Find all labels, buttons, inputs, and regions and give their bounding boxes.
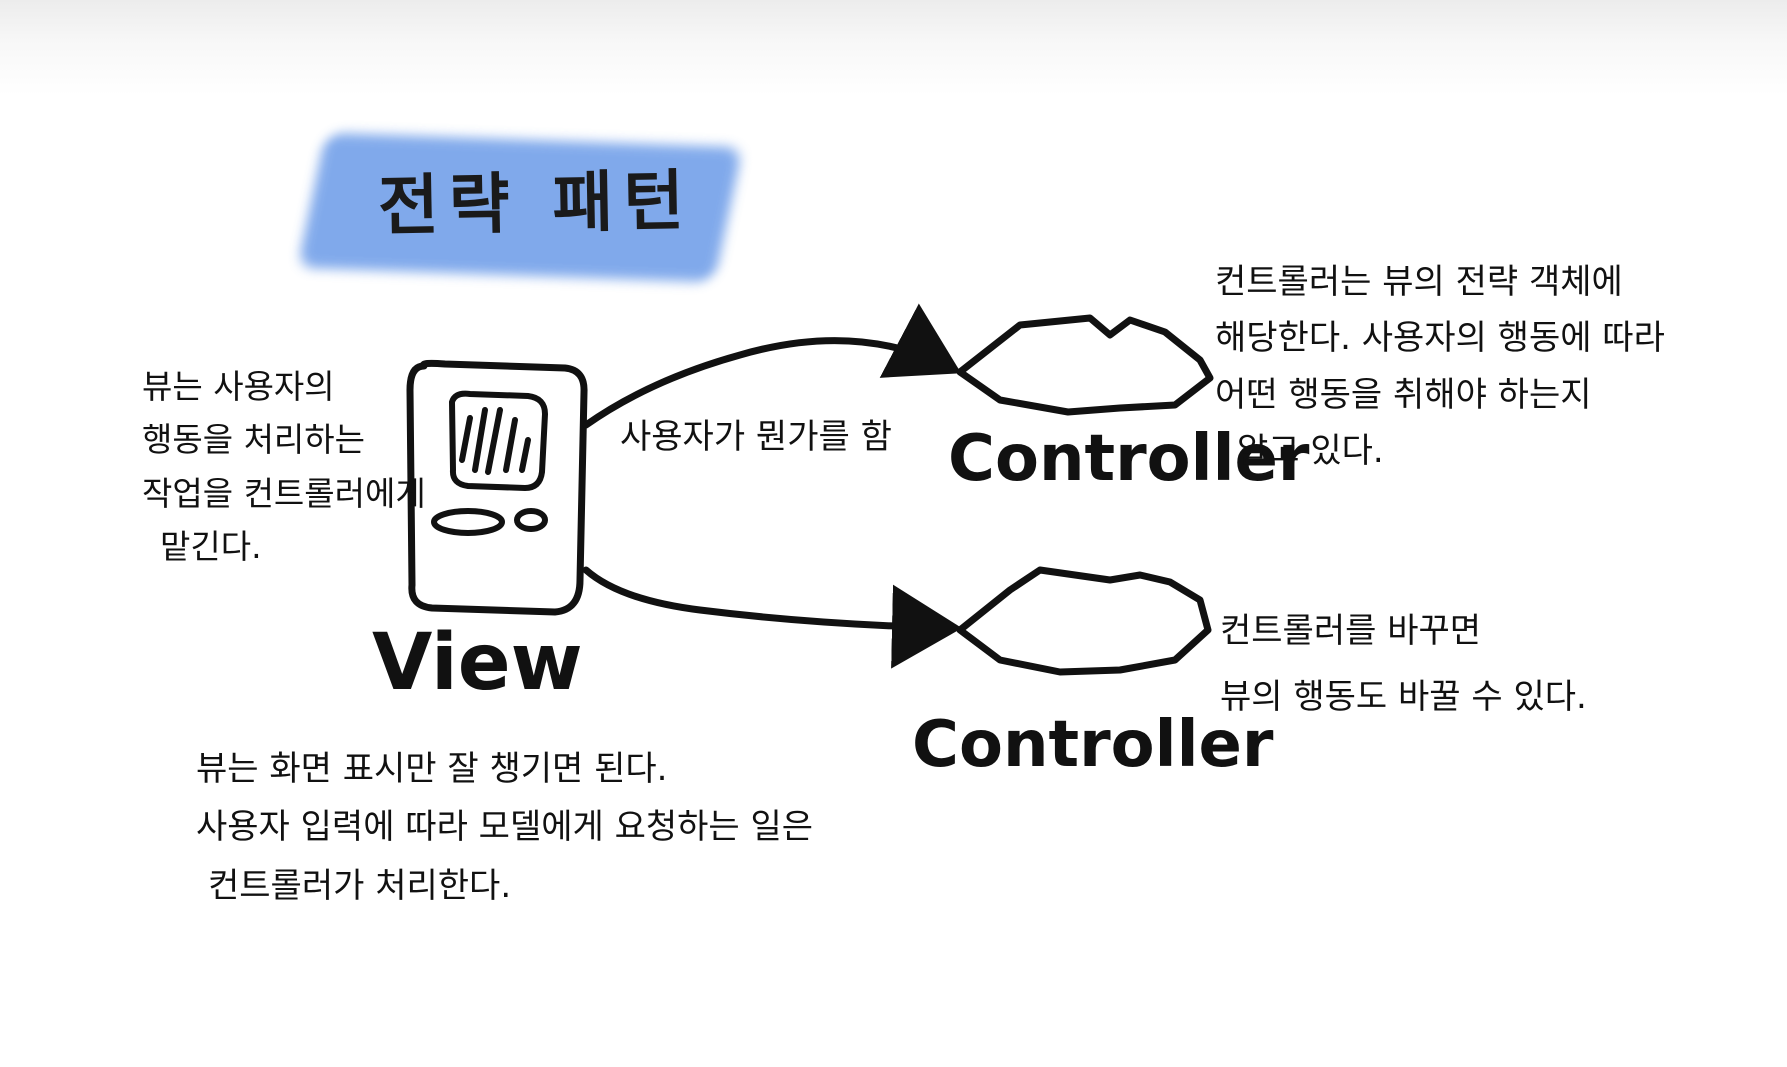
view-note-left-line-2: 행동을 처리하는 bbox=[142, 420, 366, 460]
controller-bottom-label: Controller bbox=[912, 708, 1274, 782]
view-note-bottom-line-2: 사용자 입력에 따라 모델에게 요청하는 일은 bbox=[196, 807, 814, 848]
arrow-view-to-controller-bottom bbox=[582, 566, 962, 669]
controller-top-shape bbox=[956, 314, 1214, 416]
view-note-left-line-3: 작업을 컨트롤러에게 bbox=[142, 473, 426, 513]
controller-bottom-note: 컨트롤러를 바꾸면 뷰의 행동도 바꿀 수 있다. bbox=[1220, 598, 1587, 731]
view-device-button-left bbox=[431, 508, 505, 536]
view-note-bottom-line-1: 뷰는 화면 표시만 잘 챙기면 된다. bbox=[196, 749, 668, 789]
controller-top-note-line-3: 어떤 행동을 취해야 하는지 bbox=[1215, 374, 1592, 415]
view-note-left-line-1: 뷰는 사용자의 bbox=[142, 367, 335, 406]
view-note-left-line-4: 맡긴다. bbox=[160, 527, 262, 567]
controller-top-note-line-4: 알고 있다. bbox=[1237, 431, 1384, 472]
controller-bottom-shape bbox=[956, 566, 1212, 676]
view-label: View bbox=[372, 618, 583, 708]
arrow-view-to-controller-top bbox=[582, 303, 962, 429]
arrow-label: 사용자가 뭔가를 함 bbox=[620, 417, 892, 457]
view-note-left: 뷰는 사용자의 행동을 처리하는 작업을 컨트롤러에게 맡긴다. bbox=[142, 360, 426, 574]
view-device-screen-lines bbox=[459, 407, 531, 475]
view-note-bottom: 뷰는 화면 표시만 잘 챙기면 된다. 사용자 입력에 따라 모델에게 요청하는… bbox=[196, 740, 813, 915]
controller-top-note-line-1: 컨트롤러는 뷰의 전략 객체에 bbox=[1215, 262, 1623, 302]
view-device-icon bbox=[406, 359, 588, 616]
controller-top-note-line-2: 해당한다. 사용자의 행동에 따라 bbox=[1215, 318, 1665, 359]
controller-top-note: 컨트롤러는 뷰의 전략 객체에 해당한다. 사용자의 행동에 따라 어떤 행동을… bbox=[1215, 254, 1665, 480]
view-device-body bbox=[406, 359, 588, 616]
controller-bottom-note-line-2: 뷰의 행동도 바꿀 수 있다. bbox=[1220, 677, 1587, 718]
view-device-screen bbox=[448, 390, 549, 492]
controller-top-label: Controller bbox=[948, 422, 1310, 496]
view-note-bottom-line-3: 컨트롤러가 처리한다. bbox=[208, 865, 512, 906]
controller-bottom-note-line-1: 컨트롤러를 바꾸면 bbox=[1220, 611, 1482, 651]
view-device-button-right bbox=[514, 508, 548, 532]
